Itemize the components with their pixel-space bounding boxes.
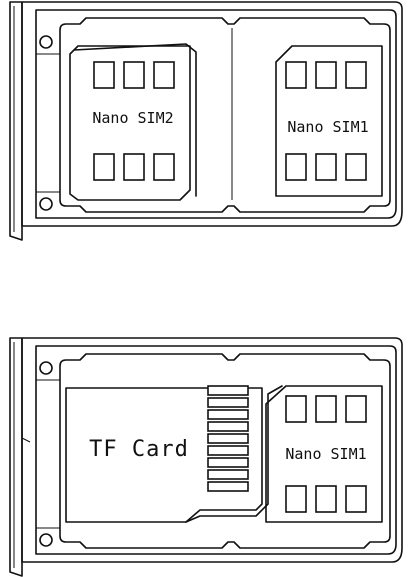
bottom-tray-hole-lower (39, 533, 53, 547)
top-slot-left-card: Nano SIM2 (69, 43, 197, 201)
bottom-slot-right-card: Nano SIM1 (265, 385, 383, 523)
top-slot-right-card: Nano SIM1 (275, 45, 383, 197)
top-tray-hole-upper (39, 35, 53, 49)
bottom-tray-hole-upper (39, 361, 53, 375)
bottom-tray-frame (35, 345, 397, 555)
top-tray-pocket (59, 17, 391, 213)
bottom-slot-left-card: TF Card (65, 385, 283, 523)
bottom-slot-right-label: Nano SIM1 (285, 445, 366, 463)
top-tray-cap (9, 1, 23, 241)
top-tray: Nano SIM2 Nano SIM1 (9, 1, 403, 241)
bottom-tray-pocket (59, 353, 391, 549)
bottom-tray-cap (9, 337, 23, 577)
bottom-slot-left-label: TF Card (89, 437, 189, 462)
bottom-tray-body (21, 337, 403, 563)
top-slot-right-label: Nano SIM1 (287, 118, 368, 136)
top-slot-left-label: Nano SIM2 (92, 109, 173, 127)
top-tray-body (21, 1, 403, 227)
bottom-tray: TF Card Nano SIM1 (9, 337, 403, 577)
top-tray-frame (35, 9, 397, 219)
top-tray-hole-lower (39, 197, 53, 211)
